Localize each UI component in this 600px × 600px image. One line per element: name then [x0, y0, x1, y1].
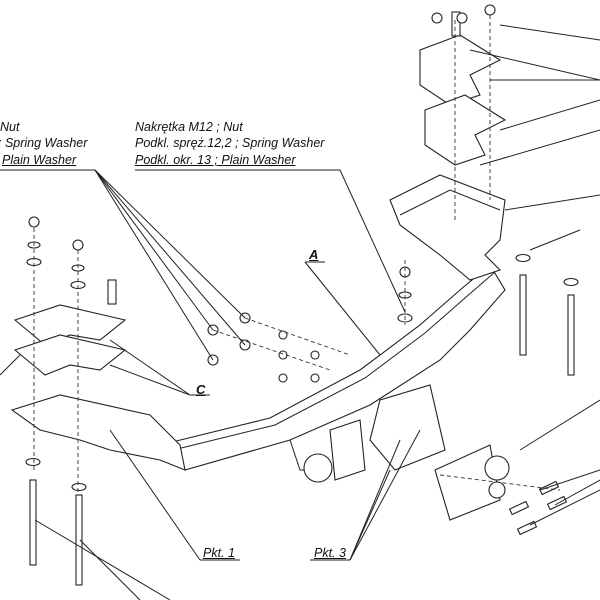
- center-callout-plain-washer: Podkl. okr. 13 ; Plain Washer: [135, 153, 296, 167]
- assembly-axes: [33, 15, 561, 495]
- label-pkt-1: Pkt. 1: [203, 546, 235, 560]
- left-brackets: [10, 304, 186, 471]
- left-callout-plain-washer: Plain Washer: [2, 153, 77, 167]
- crossbar-a: [158, 264, 506, 471]
- bolts: [29, 11, 575, 586]
- left-callout-nut: Nut: [0, 120, 20, 134]
- right-bracket: [389, 34, 507, 281]
- hitch-ball-mount: [303, 384, 510, 521]
- center-callout-nut: Nakrętka M12 ; Nut: [135, 120, 243, 134]
- leader-lines: [0, 24, 600, 600]
- label-c: C: [196, 382, 206, 397]
- label-a: A: [309, 247, 319, 262]
- ball-bolts: [508, 480, 568, 536]
- left-callout-spring-washer: : Spring Washer: [0, 136, 88, 150]
- label-pkt-3: Pkt. 3: [314, 546, 346, 560]
- center-callout-spring-washer: Podkl. spręż.12,2 ; Spring Washer: [135, 136, 325, 150]
